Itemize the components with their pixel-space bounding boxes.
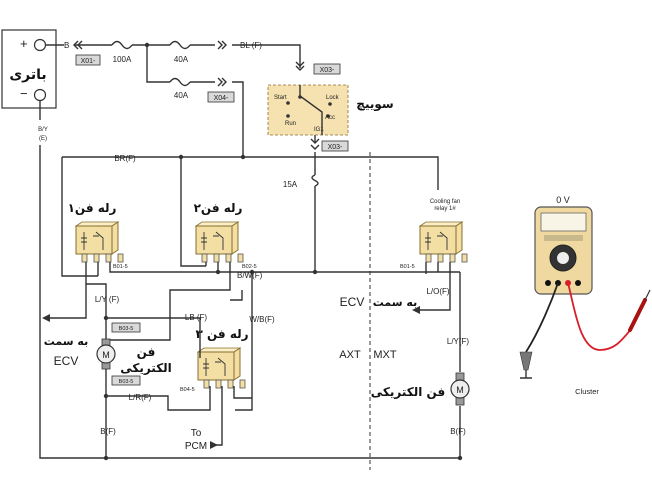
connector-x03-top: X03- [313, 63, 341, 75]
ecv-left-arrow [42, 314, 50, 322]
switch-acc: Acc [325, 115, 335, 121]
fuse-15a [311, 174, 319, 187]
battery-b-label: B [64, 41, 69, 50]
wire-b-right-label: B(F) [450, 427, 466, 436]
relay3-label: رله فن ۳ [195, 327, 248, 341]
ecv-right-arrow [412, 306, 420, 314]
fan-motor-right: M [450, 372, 470, 406]
switch-run: Run [285, 121, 296, 127]
connector-marks [73, 40, 320, 150]
connector-x04: X04- [207, 91, 235, 103]
relay-1 [74, 221, 124, 263]
fuse-15a-label: 15A [283, 180, 298, 189]
wire-b-left-label: B(F) [100, 427, 116, 436]
ecv-left-text: ECV [54, 354, 79, 368]
fan-motor-left: M [96, 338, 116, 370]
relay-2 [194, 221, 244, 263]
wire-wb-label: W/B(F) [249, 315, 275, 324]
ecv-right-arabic: به سمت [373, 296, 417, 309]
connector-b01-right: B01-5 [400, 264, 415, 270]
connector-x01: X01- [75, 54, 101, 66]
battery-label: باتری [9, 67, 46, 83]
ecv-left-lead [50, 284, 87, 319]
connector-x03-bottom: X03- [321, 140, 349, 152]
fuse-40a-top-label: 40A [174, 55, 189, 64]
wire-ly-right-label: L/Y(F) [447, 337, 470, 346]
fuse-40a-top [169, 40, 191, 50]
multimeter: 0 V Cluster [519, 195, 651, 396]
fuse-40a-bottom [169, 77, 191, 87]
ecv-left-arabic: به سمت [44, 335, 88, 348]
relay2-label: رله فن۲ [194, 201, 243, 215]
connector-b01-left: B01-5 [113, 264, 128, 270]
battery-ground-wire: B/Y [38, 127, 48, 133]
pcm-label: PCM [185, 441, 207, 452]
switch-start: Start [274, 95, 287, 101]
battery-minus: − [20, 86, 28, 101]
relay4-label-line1: Cooling fan [430, 199, 460, 205]
wire-lo-label: L/O(F) [426, 287, 449, 296]
fan-left-label-1: فن [137, 345, 156, 359]
ecv-right-text: ECV [340, 295, 365, 309]
top-feed-wires [39, 44, 460, 459]
ignition-switch: Start Lock Run Acc IG1 [267, 84, 349, 136]
svg-text:B03-5: B03-5 [119, 379, 134, 385]
svg-text:X04-: X04- [214, 95, 229, 102]
svg-text:X03-: X03- [328, 144, 343, 151]
relay1-label: رله فن۱ [68, 201, 117, 215]
meter-reading: 0 V [556, 195, 570, 205]
wire-ly-label: L/Y (F) [95, 295, 120, 304]
relay-wiring [85, 262, 461, 458]
switch-ig1: IG1 [314, 127, 324, 133]
svg-text:M: M [456, 385, 464, 395]
relay-4 [418, 221, 468, 263]
battery: + باتری − [1, 29, 57, 109]
fan-right-label: فن الکتریکی [371, 385, 445, 399]
switch-lock: Lock [326, 95, 340, 101]
svg-text:X03-: X03- [320, 67, 335, 74]
battery-ground-wire-sub: (E) [39, 136, 47, 142]
axt-label: AXT [339, 349, 361, 361]
connector-b04: B04-5 [180, 387, 195, 393]
connector-b02: B02-5 [242, 264, 257, 270]
meter-caption: Cluster [575, 387, 599, 396]
fuse-100a [111, 40, 133, 50]
battery-plus: + [20, 36, 28, 51]
wire-bl-label: BL (F) [240, 41, 262, 50]
connector-b03-top: B03-5 [111, 322, 141, 333]
fan-left-label-2: الکتریکی [120, 361, 172, 375]
svg-text:X01-: X01- [81, 58, 96, 65]
fuse-40a-bottom-label: 40A [174, 91, 189, 100]
relay-3 [196, 347, 246, 389]
wire-bw-label: B/W(F) [237, 271, 263, 280]
switch-label: سوییچ [356, 97, 393, 112]
fuse-100a-label: 100A [113, 55, 132, 64]
connector-b03-bottom: B03-5 [111, 375, 141, 386]
wire-br-label: BR(F) [114, 154, 136, 163]
mxt-label: MXT [373, 349, 397, 361]
pcm-arrow [210, 441, 218, 449]
pcm-to: To [191, 428, 202, 439]
relay4-label-line2: relay 1# [434, 206, 456, 212]
svg-text:M: M [102, 350, 110, 360]
wire-lr-label: L/R(F) [129, 393, 152, 402]
wire-lb-label: LB (F) [185, 313, 208, 322]
svg-text:B03-5: B03-5 [119, 326, 134, 332]
